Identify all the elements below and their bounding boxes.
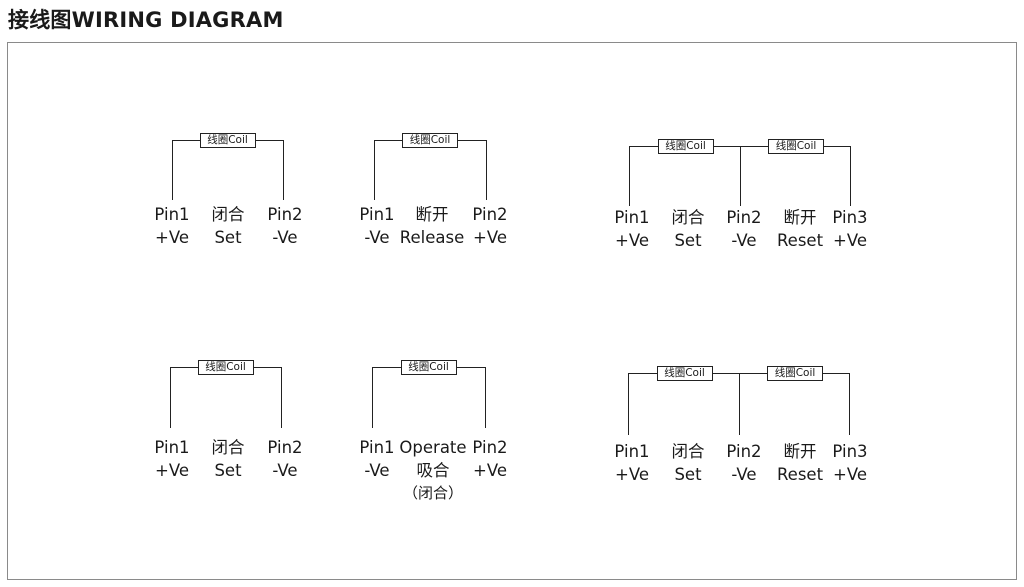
diagram-1-label-1-1: Release — [399, 228, 465, 247]
diagram-0-label-2-0: Pin2 — [267, 205, 303, 224]
diagram-0-label-0-0: Pin1 — [154, 205, 190, 224]
diagram-4-label-1-2: （闭合） — [402, 484, 464, 502]
diagram-2-label-3-1: Reset — [776, 231, 824, 250]
diagram-1-coil: 线圈Coil — [402, 133, 458, 148]
diagram-3-right-wire — [281, 367, 283, 428]
diagram-2-label-3-0: 断开 — [783, 208, 817, 227]
diagram-4-label-2-1: +Ve — [473, 461, 507, 480]
diagram-4-label-1-0: Operate — [399, 438, 467, 457]
diagram-2-label-2-0: Pin2 — [726, 208, 762, 227]
diagram-4-left-wire — [372, 367, 374, 428]
diagram-0-label-0-1: +Ve — [155, 228, 189, 247]
diagram-1-right-wire — [486, 140, 488, 200]
diagram-3-label-0-0: Pin1 — [154, 438, 190, 457]
diagram-5-label-2-0: Pin2 — [726, 442, 762, 461]
diagram-5-left-wire — [628, 373, 630, 435]
diagram-2-middle-wire — [740, 146, 742, 206]
diagram-3-label-2-1: -Ve — [272, 461, 298, 480]
diagram-2-label-1-0: 闭合 — [671, 208, 705, 227]
diagram-2-top-wire — [629, 146, 850, 148]
diagram-5-middle-wire — [739, 373, 741, 435]
diagram-4-label-0-0: Pin1 — [359, 438, 395, 457]
diagram-3-label-1-1: Set — [214, 461, 242, 480]
diagram-4-label-1-1: 吸合 — [416, 461, 450, 480]
diagram-5-label-4-0: Pin3 — [832, 442, 868, 461]
diagram-2-coil-2: 线圈Coil — [768, 139, 824, 154]
diagram-2-label-0-1: +Ve — [615, 231, 649, 250]
diagram-5-label-3-0: 断开 — [783, 442, 817, 461]
diagram-2-label-4-1: +Ve — [833, 231, 867, 250]
diagram-2-label-1-1: Set — [674, 231, 702, 250]
diagram-3-label-0-1: +Ve — [155, 461, 189, 480]
diagram-3-left-wire — [170, 367, 172, 428]
diagram-5-label-0-0: Pin1 — [614, 442, 650, 461]
diagram-0-coil: 线圈Coil — [199, 133, 256, 148]
diagram-5-right-wire — [849, 373, 851, 435]
diagram-2-label-2-1: -Ve — [731, 231, 757, 250]
diagram-1-label-2-0: Pin2 — [472, 205, 508, 224]
diagram-4-coil: 线圈Coil — [400, 360, 457, 375]
diagram-2-label-0-0: Pin1 — [614, 208, 650, 227]
diagram-5-label-3-1: Reset — [776, 465, 824, 484]
diagram-5-label-2-1: -Ve — [731, 465, 757, 484]
diagram-1-label-2-1: +Ve — [473, 228, 507, 247]
diagram-3-coil: 线圈Coil — [197, 360, 254, 375]
diagram-5-label-1-0: 闭合 — [671, 442, 705, 461]
diagram-1-label-1-0: 断开 — [415, 205, 449, 224]
diagram-2-left-wire — [629, 146, 631, 206]
diagram-frame — [7, 42, 1017, 580]
diagram-1-label-0-1: -Ve — [364, 228, 390, 247]
diagram-5-label-1-1: Set — [674, 465, 702, 484]
diagram-0-label-2-1: -Ve — [272, 228, 298, 247]
diagram-0-right-wire — [283, 140, 285, 200]
diagram-5-label-4-1: +Ve — [833, 465, 867, 484]
diagram-1-label-0-0: Pin1 — [359, 205, 395, 224]
diagram-2-coil-1: 线圈Coil — [657, 139, 714, 154]
diagram-0-left-wire — [172, 140, 174, 200]
diagram-2-label-4-0: Pin3 — [832, 208, 868, 227]
page-title: 接线图WIRING DIAGRAM — [8, 8, 284, 32]
diagram-3-label-2-0: Pin2 — [267, 438, 303, 457]
diagram-4-label-2-0: Pin2 — [472, 438, 508, 457]
diagram-5-coil-2: 线圈Coil — [767, 366, 823, 381]
diagram-2-right-wire — [850, 146, 852, 206]
diagram-3-label-1-0: 闭合 — [211, 438, 245, 457]
diagram-5-top-wire — [628, 373, 849, 375]
diagram-5-coil-1: 线圈Coil — [656, 366, 713, 381]
diagram-4-right-wire — [485, 367, 487, 428]
diagram-0-label-1-1: Set — [214, 228, 242, 247]
diagram-5-label-0-1: +Ve — [615, 465, 649, 484]
diagram-0-label-1-0: 闭合 — [211, 205, 245, 224]
diagram-1-left-wire — [374, 140, 376, 200]
diagram-4-label-0-1: -Ve — [364, 461, 390, 480]
